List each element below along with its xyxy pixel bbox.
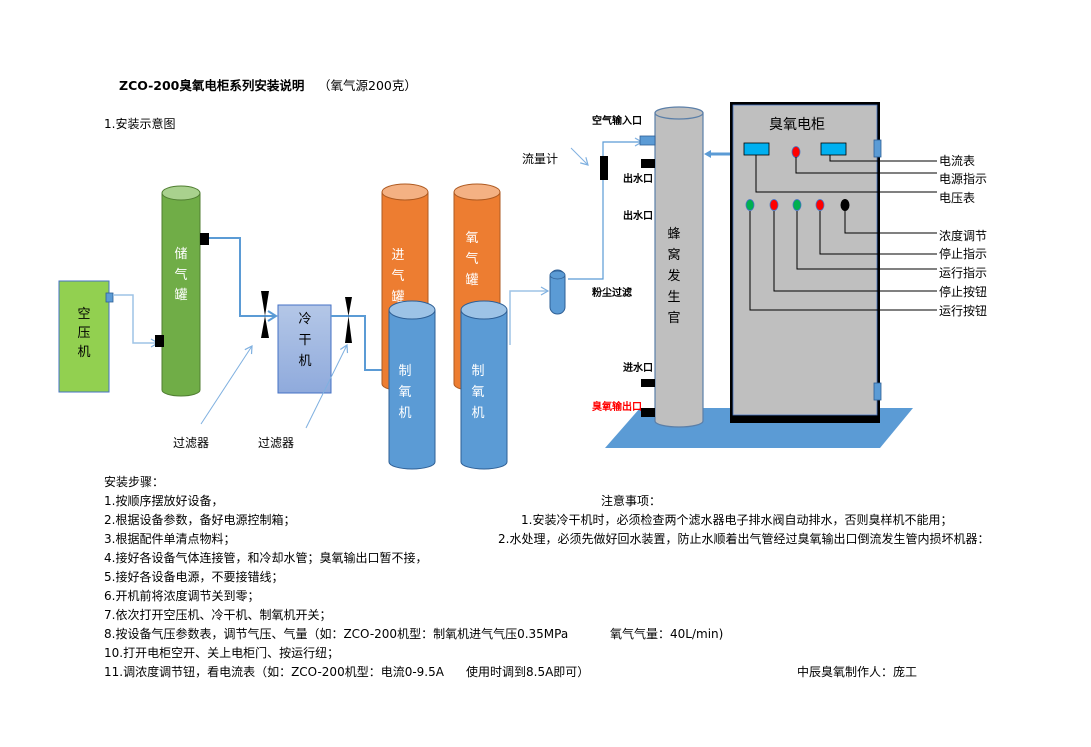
run-indicator-light [792, 199, 802, 211]
air-inlet-label: 空气输入口 [592, 114, 642, 127]
callout-stop-indicator: 停止指示 [939, 246, 987, 261]
filter-valve-2 [345, 297, 352, 343]
oxygen-machine-1: 制氧机 [388, 300, 436, 470]
svg-text:蜂窝发生官: 蜂窝发生官 [667, 227, 680, 326]
dust-filter [549, 269, 566, 315]
water-outlet-label-1: 出水口 [623, 172, 653, 185]
callout-concentration-knob: 浓度调节 [939, 228, 987, 243]
dust-filter-label: 粉尘过滤 [592, 286, 632, 299]
callout-power-indicator: 电源指示 [939, 171, 987, 186]
flowmeter-label: 流量计 [522, 152, 558, 166]
step-item: 3.根据配件单清点物料； [104, 532, 236, 546]
note-item: 1.安装冷干机时，必须检查两个滤水器电子排水阀自动排水，否则臭样机不能用； [521, 513, 953, 527]
step-item: 6.开机前将浓度调节关到零； [104, 589, 260, 603]
stop-button [769, 199, 779, 211]
dryer-label: 冷干机 [298, 312, 311, 369]
water-outlet-port [641, 159, 655, 168]
cabinet-title: 臭氧电柜 [769, 117, 825, 133]
pipe-to-air-inlet [568, 137, 644, 280]
step-item: 8.按设备气压参数表，调节气压、气量（如：ZCO-200机型：制氧机进气气压0.… [104, 627, 569, 641]
svg-text:制氧机: 制氧机 [471, 364, 484, 421]
stop-indicator-light [815, 199, 825, 211]
section-heading-diagram: 1.安装示意图 [104, 117, 176, 131]
compressor-outlet-port [105, 292, 114, 303]
document-title: ZCO-200臭氧电柜系列安装说明 [119, 78, 305, 93]
step-11-usage-note: 使用时调到8.5A即可） [466, 665, 590, 679]
callout-run-indicator: 运行指示 [939, 265, 987, 280]
concentration-knob [840, 199, 850, 211]
filter-label-1: 过滤器 [173, 436, 209, 450]
filter-valve-1 [261, 291, 269, 338]
step-item: 7.依次打开空压机、冷干机、制氧机开关； [104, 608, 332, 622]
svg-text:进气罐: 进气罐 [391, 248, 404, 305]
step-item: 5.接好各设备电源，不要接错线； [104, 570, 284, 584]
power-indicator-light [791, 146, 801, 158]
voltmeter [743, 142, 770, 156]
air-compressor: 空压机 [58, 280, 114, 393]
air-tank-label: 储气罐 [174, 247, 187, 303]
water-inlet-label: 进水口 [623, 361, 653, 374]
notes-heading: 注意事项： [601, 494, 662, 508]
cabinet-port-top [873, 139, 882, 158]
note-item: 2.水处理，必须先做好回水装置，防止水顺着出气管经过臭氧输出口倒流发生管内损坏机… [498, 532, 990, 546]
callout-stop-button: 停止按钮 [939, 284, 987, 299]
pipe-compressor-to-tank [113, 294, 160, 348]
pipe-oxygen-to-dust-filter [509, 286, 550, 345]
step-8-oxygen-flow: 氧气气量：40L/min) [610, 627, 724, 641]
installation-diagram: 空压机 储气罐 冷干机 过滤器 过滤器 进气罐 氧气罐 制氧机 [58, 102, 987, 470]
air-compressor-label: 空压机 [77, 307, 90, 360]
flowmeter [600, 156, 608, 180]
pipe-dryer-to-oxygen [331, 315, 385, 371]
filter-label-2: 过滤器 [258, 436, 294, 450]
filter-1-pointer [200, 344, 253, 425]
ammeter [820, 142, 847, 156]
dryer [277, 304, 332, 394]
steps-heading: 安装步骤： [104, 475, 165, 489]
generator-tube: 蜂窝发生官 [654, 106, 704, 428]
step-item: 11.调浓度调节钮，看电流表（如：ZCO-200机型：电流0-9.5A [104, 665, 444, 679]
callout-run-button: 运行按钮 [939, 303, 987, 318]
tank-inlet-port [155, 335, 164, 347]
ozone-outlet-port [641, 408, 655, 417]
air-inlet-port [639, 135, 656, 146]
callout-lines [749, 155, 937, 311]
cabinet-port-bottom [873, 382, 882, 401]
water-inlet-port [641, 379, 655, 387]
step-item: 2.根据设备参数，备好电源控制箱； [104, 513, 296, 527]
callout-ammeter: 电流表 [939, 154, 975, 168]
svg-text:制氧机: 制氧机 [398, 364, 411, 421]
document-subtitle: （氧气源200克） [318, 78, 417, 93]
ozone-outlet-label: 臭氧输出口 [592, 400, 642, 413]
step-item: 1.按顺序摆放好设备， [104, 494, 224, 508]
run-button [745, 199, 755, 211]
svg-text:氧气罐: 氧气罐 [465, 231, 478, 288]
step-item: 10.打开电柜空开、关上电柜门、按运行纽； [104, 646, 340, 660]
author-credit: 中辰臭氧制作人：庞工 [797, 665, 918, 679]
air-storage-tank: 储气罐 [161, 185, 201, 397]
water-outlet-label-2: 出水口 [623, 209, 653, 222]
oxygen-machine-2: 制氧机 [460, 300, 508, 470]
callout-voltmeter: 电压表 [939, 191, 975, 205]
tank-outlet-port [200, 233, 209, 245]
ozone-cabinet: 臭氧电柜 [730, 102, 882, 423]
pipe-tank-to-dryer [209, 237, 276, 317]
filter-2-pointer [305, 343, 349, 429]
step-item: 4.接好各设备气体连接管，和冷却水管；臭氧输出口暂不接， [104, 551, 428, 565]
flowmeter-pointer [570, 147, 589, 166]
